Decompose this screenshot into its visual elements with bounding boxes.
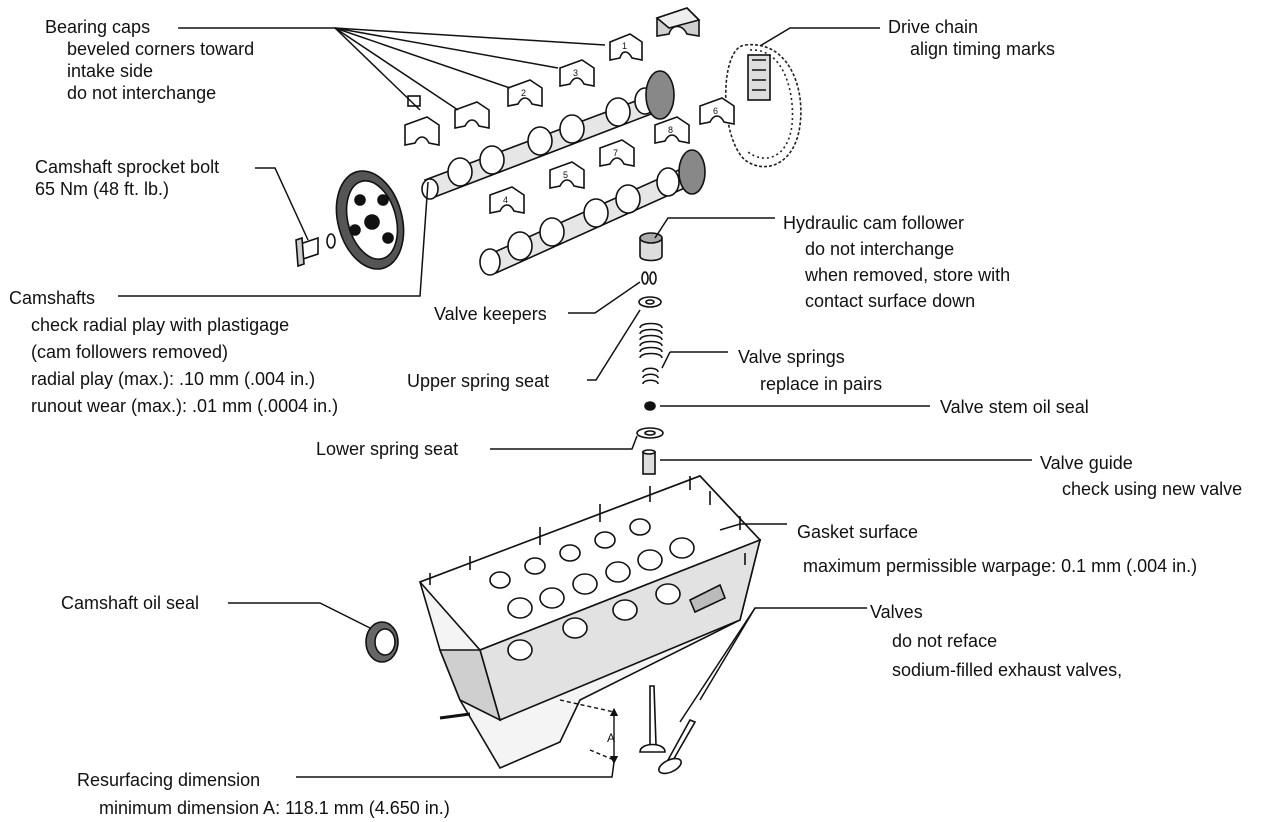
inner-valve-spring (642, 367, 659, 385)
sprocket-bolt-torque: 65 Nm (48 ft. lb.) (35, 179, 170, 199)
valves-label: Valves do not reface sodium-filled exhau… (870, 598, 1122, 685)
camshafts-note-2: (cam followers removed) (31, 342, 229, 362)
valve-keepers-part (641, 271, 657, 285)
cam-follower-note-3: contact surface down (805, 291, 976, 311)
cam-follower-title: Hydraulic cam follower (783, 213, 965, 233)
sprocket-bolt (295, 233, 336, 268)
cam-follower-note-1: do not interchange (805, 239, 955, 259)
gasket-surface-label: Gasket surface maximum permissible warpa… (797, 515, 1197, 583)
bearing-caps-title: Bearing caps (45, 17, 151, 37)
bearing-cap: 8 (654, 116, 690, 144)
sprocket-bolt-title: Camshaft sprocket bolt (35, 157, 220, 177)
svg-text:5: 5 (563, 170, 568, 180)
valve-guide-part (642, 449, 656, 475)
camshaft-oil-seal-label: Camshaft oil seal (61, 592, 199, 614)
svg-text:4: 4 (503, 195, 508, 205)
bearing-caps-label: Bearing caps beveled corners toward inta… (45, 16, 254, 104)
lower-spring-seat-part (636, 427, 664, 439)
leader-lines (118, 27, 1032, 778)
bearing-caps-note-3: do not interchange (67, 83, 217, 103)
bearing-cap: 2 (507, 79, 543, 107)
valve-stem-oil-seal-title: Valve stem oil seal (940, 397, 1089, 417)
camshafts-note-3: radial play (max.): .10 mm (.004 in.) (31, 369, 316, 389)
gasket-surface-title: Gasket surface (797, 522, 919, 542)
valve-keepers-label: Valve keepers (434, 303, 547, 325)
bearing-cap (404, 116, 440, 146)
resurfacing-title: Resurfacing dimension (77, 770, 261, 790)
outer-valve-spring (639, 322, 663, 359)
valve-guide-label: Valve guide check using new valve (1040, 450, 1242, 502)
svg-text:6: 6 (713, 106, 718, 116)
gasket-surface-note: maximum permissible warpage: 0.1 mm (.00… (803, 556, 1198, 576)
camshafts (421, 70, 706, 276)
valve-stem-oil-seal-label: Valve stem oil seal (940, 396, 1089, 418)
bearing-cap: 1 (609, 33, 643, 61)
camshafts-note-4: runout wear (max.): .01 mm (.0004 in.) (31, 396, 339, 416)
bearing-cap: 7 (599, 139, 635, 167)
upper-spring-seat-title: Upper spring seat (407, 371, 550, 391)
valve-ports (489, 518, 695, 661)
bearing-cap: 5 (549, 161, 585, 189)
resurfacing-label: Resurfacing dimension minimum dimension … (77, 766, 450, 822)
bearing-caps-note-2: intake side (67, 61, 154, 81)
svg-text:8: 8 (668, 125, 673, 135)
bearing-cap (407, 95, 421, 107)
bearing-cap-top (655, 7, 701, 37)
valves-part (639, 685, 697, 775)
cam-follower-note-2: when removed, store with (805, 265, 1011, 285)
valves-note-2: sodium-filled exhaust valves, (892, 660, 1123, 680)
cam-follower-label: Hydraulic cam follower do not interchang… (783, 210, 1010, 314)
bearing-cap (454, 101, 490, 129)
valve-guide-note: check using new valve (1062, 479, 1243, 499)
dimension-a (559, 699, 619, 765)
svg-text:1: 1 (622, 41, 627, 51)
valve-springs-title: Valve springs (738, 347, 845, 367)
camshaft-oil-seal-title: Camshaft oil seal (61, 593, 200, 613)
valve-springs-label: Valve springs replace in pairs (738, 344, 882, 398)
drive-chain-note: align timing marks (910, 39, 1056, 59)
valves-title: Valves (870, 602, 923, 622)
upper-spring-seat-label: Upper spring seat (407, 370, 549, 392)
lower-spring-seat-label: Lower spring seat (316, 438, 458, 460)
cylinder-head (418, 475, 762, 770)
drive-chain (725, 44, 802, 168)
valve-components (636, 232, 664, 475)
camshafts-note-1: check radial play with plastigage (31, 315, 290, 335)
lower-spring-seat-title: Lower spring seat (316, 439, 459, 459)
sprocket-bolt-label: Camshaft sprocket bolt 65 Nm (48 ft. lb.… (35, 156, 219, 200)
bearing-caps: 1 3 2 7 5 4 (404, 7, 735, 214)
bearing-cap: 4 (489, 186, 525, 214)
valve-keepers-title: Valve keepers (434, 304, 547, 324)
bearing-cap: 6 (699, 97, 735, 125)
svg-text:3: 3 (573, 68, 578, 78)
camshaft-sprocket (335, 170, 405, 270)
drive-chain-label: Drive chain align timing marks (888, 16, 1055, 60)
hydraulic-cam-follower (639, 232, 663, 262)
intake-camshaft (421, 70, 675, 200)
bearing-caps-note-1: beveled corners toward (67, 39, 255, 59)
valve-stem-oil-seal-part (644, 401, 656, 411)
camshaft-oil-seal-part (365, 621, 399, 663)
exhaust-camshaft (479, 149, 706, 276)
svg-text:7: 7 (613, 148, 618, 158)
bearing-cap: 3 (559, 59, 595, 87)
camshafts-title: Camshafts (9, 288, 96, 308)
svg-text:2: 2 (521, 88, 526, 98)
valve-guide-title: Valve guide (1040, 453, 1133, 473)
upper-spring-seat-part (638, 296, 662, 308)
valves-note-1: do not reface (892, 631, 998, 651)
resurfacing-note: minimum dimension A: 118.1 mm (4.650 in.… (99, 798, 450, 818)
valve-springs-note: replace in pairs (760, 374, 883, 394)
head-studs (429, 476, 746, 585)
drive-chain-title: Drive chain (888, 17, 979, 37)
dimension-letter: A (607, 731, 615, 745)
camshafts-label: Camshafts check radial play with plastig… (9, 285, 338, 420)
